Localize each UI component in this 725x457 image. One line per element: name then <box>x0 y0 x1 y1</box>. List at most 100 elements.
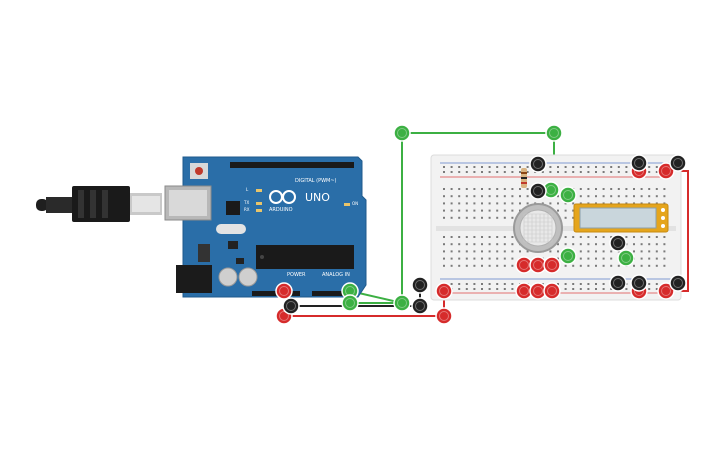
breadboard-hole <box>473 209 476 212</box>
breadboard-hole <box>655 257 658 260</box>
power-jack <box>176 265 212 293</box>
breadboard-hole <box>443 264 445 267</box>
breadboard-hole <box>640 202 643 205</box>
breadboard-hole <box>496 195 499 198</box>
wire-endpoint-node[interactable] <box>657 282 675 300</box>
gas-sensor-icon[interactable] <box>513 203 563 253</box>
breadboard-hole <box>663 195 666 198</box>
breadboard-hole <box>602 250 605 253</box>
breadboard-hole <box>473 188 476 190</box>
breadboard-hole <box>564 166 567 168</box>
breadboard-hole <box>481 264 483 267</box>
wire-endpoint-node[interactable] <box>543 282 561 300</box>
l-label: L <box>246 187 249 192</box>
breadboard-hole <box>450 166 453 168</box>
wire-endpoint-node[interactable] <box>617 249 635 267</box>
breadboard-hole <box>488 288 491 290</box>
breadboard-hole <box>587 202 590 205</box>
breadboard-hole <box>640 195 643 198</box>
breadboard-hole <box>450 209 453 212</box>
wire-endpoint-node[interactable] <box>657 162 675 180</box>
wire-endpoint-node[interactable] <box>545 124 563 142</box>
breadboard-hole <box>663 243 666 246</box>
wire-endpoint-node[interactable] <box>609 234 627 252</box>
wire-endpoint-node[interactable] <box>393 294 411 312</box>
breadboard-hole <box>503 257 506 260</box>
breadboard-hole <box>625 236 628 238</box>
breadboard-hole <box>465 202 468 205</box>
breadboard-hole <box>648 188 651 190</box>
wire-endpoint-node[interactable] <box>543 256 561 274</box>
wire-endpoint-node[interactable] <box>282 297 300 315</box>
breadboard-hole <box>450 202 453 205</box>
wire-endpoint-node[interactable] <box>559 247 577 265</box>
breadboard-hole <box>640 257 643 260</box>
breadboard-hole <box>617 264 620 267</box>
breadboard-hole <box>617 188 620 190</box>
wire-endpoint-node[interactable] <box>529 155 547 173</box>
breadboard-hole <box>503 166 506 168</box>
wire-endpoint-node[interactable] <box>275 282 293 300</box>
breadboard-hole <box>617 171 620 173</box>
wire-endpoint-node[interactable] <box>630 154 648 172</box>
breadboard-hole <box>655 202 658 205</box>
resistor[interactable] <box>521 168 527 188</box>
wire-endpoint-node[interactable] <box>669 274 687 292</box>
analog-header <box>312 291 352 296</box>
breadboard-hole <box>503 264 506 267</box>
breadboard-hole <box>503 250 506 253</box>
breadboard-hole <box>655 243 658 246</box>
breadboard-hole <box>587 250 590 253</box>
wire-endpoint-node-ring <box>439 286 449 296</box>
breadboard-hole <box>655 250 658 253</box>
breadboard-hole <box>640 250 643 253</box>
breadboard-hole <box>633 202 635 205</box>
wire-endpoint-node-ring <box>613 278 623 288</box>
breadboard-hole <box>503 216 506 219</box>
breadboard-hole <box>602 202 605 205</box>
breadboard-hole <box>458 209 461 212</box>
breadboard-hole <box>450 264 453 267</box>
wire-endpoint-node[interactable] <box>559 186 577 204</box>
breadboard-hole <box>633 264 635 267</box>
breadboard-hole <box>541 171 544 173</box>
arduino-uno-board[interactable]: ARDUINO UNO DIGITAL (PWM~) POWER ANALOG … <box>164 156 367 298</box>
breadboard-hole <box>663 250 666 253</box>
wire-endpoint-node[interactable] <box>411 276 429 294</box>
lcd-module[interactable] <box>573 203 669 233</box>
power-label: POWER <box>287 272 306 278</box>
breadboard-hole <box>610 202 613 205</box>
capacitor-1 <box>218 267 238 287</box>
wire-endpoint-node[interactable] <box>609 274 627 292</box>
breadboard-hole <box>503 209 506 212</box>
usb-cable-icon[interactable] <box>36 186 162 222</box>
breadboard-hole <box>511 195 514 198</box>
wire-endpoint-node[interactable] <box>411 297 429 315</box>
breadboard-hole <box>564 283 567 285</box>
breadboard-hole <box>610 264 613 267</box>
breadboard-hole <box>610 188 613 190</box>
wire-endpoint-node[interactable] <box>529 182 547 200</box>
breadboard-hole <box>564 288 567 290</box>
wire-endpoint-node[interactable] <box>630 274 648 292</box>
wire-endpoint-node[interactable] <box>669 154 687 172</box>
breadboard-hole <box>496 288 499 290</box>
wire-endpoint-node[interactable] <box>435 282 453 300</box>
breadboard-hole <box>579 188 582 190</box>
breadboard-hole <box>473 166 476 168</box>
breadboard-hole <box>572 216 575 219</box>
breadboard-hole <box>458 243 461 246</box>
breadboard-hole <box>496 166 499 168</box>
breadboard-hole <box>503 288 506 290</box>
breadboard-hole <box>648 195 651 198</box>
infinity-logo-icon <box>269 190 296 204</box>
breadboard-hole <box>465 283 468 285</box>
wire-endpoint-node[interactable] <box>341 294 359 312</box>
breadboard-hole <box>663 202 666 205</box>
breadboard-hole <box>640 236 643 238</box>
breadboard-hole <box>587 171 590 173</box>
wire-endpoint-node[interactable] <box>435 307 453 325</box>
breadboard-hole <box>503 202 506 205</box>
wire-endpoint-node[interactable] <box>393 124 411 142</box>
breadboard-hole <box>595 166 597 168</box>
